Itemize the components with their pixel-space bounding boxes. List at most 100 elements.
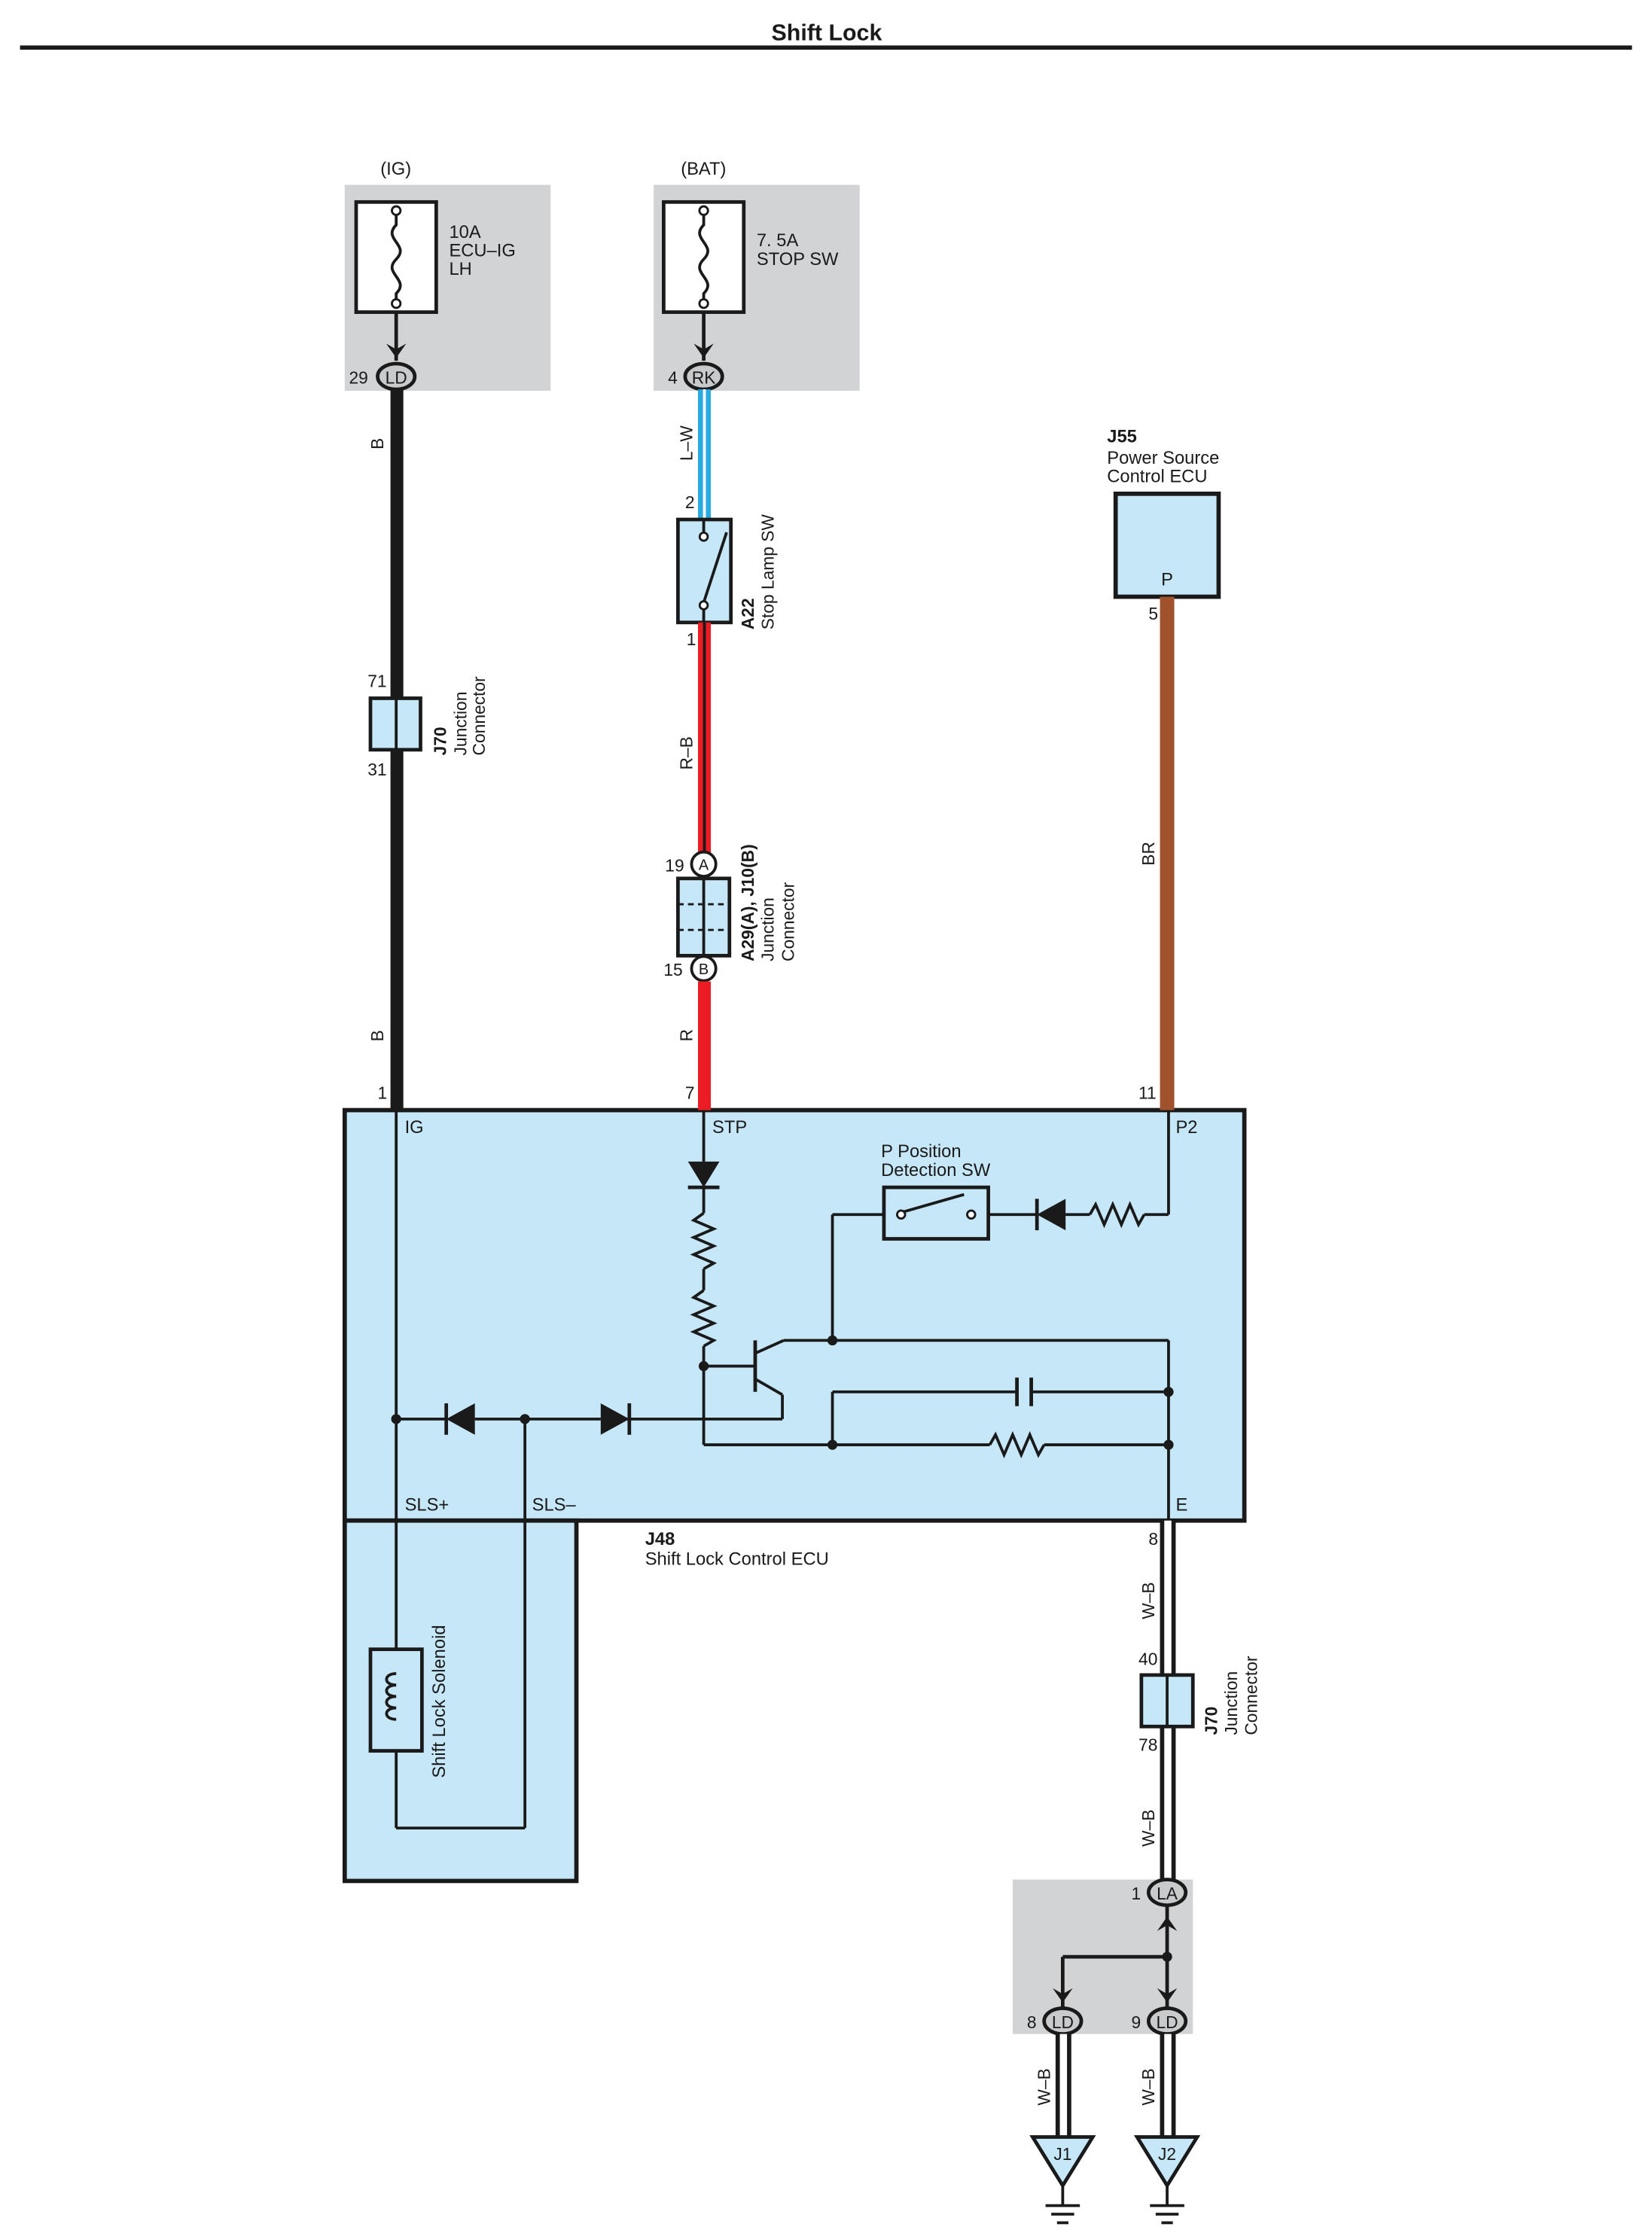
j70-lower-name-1: Junction [1221, 1671, 1241, 1735]
wire-ground-upper-label: W–B [1138, 1582, 1158, 1619]
wire-ig-lower-label: B [367, 1030, 387, 1041]
ground-j2-label: J2 [1158, 2144, 1176, 2164]
fuse-bat-terminal-top [698, 205, 709, 216]
ecu-ig-pin: 1 [377, 1083, 387, 1102]
fuse-ig-icon [390, 210, 402, 304]
chevron-down-icon [1157, 1988, 1178, 2003]
ground-pin-top: 1 [1132, 1884, 1141, 1903]
j70-upper-name-2: Connector [469, 676, 489, 756]
fuse-bat-name: STOP SW [757, 250, 839, 270]
junction-dots [391, 1335, 1174, 1450]
a29-pin-top: 19 [665, 855, 684, 875]
fuse-ig-rating: 10A [449, 223, 480, 242]
fuse-bat-icon [698, 210, 709, 304]
a22-name: Stop Lamp SW [758, 514, 778, 630]
chevron-down-icon [1053, 1988, 1073, 2003]
chevron-down-icon [693, 343, 714, 358]
ecu-p2-label: P2 [1175, 1118, 1197, 1138]
j70-lower-code: J70 [1202, 1707, 1221, 1735]
fuse-bat-pin: 4 [668, 368, 678, 388]
a29-mark-bottom [690, 955, 718, 982]
j70-upper-pin-top: 71 [367, 671, 386, 690]
ecu-sls-minus-label: SLS– [532, 1495, 577, 1515]
connector-ld-right-label: LD [1156, 2012, 1178, 2032]
j70-lower-pin-top: 40 [1138, 1650, 1157, 1669]
ecu-ig-label: IG [405, 1118, 424, 1138]
shift-lock-solenoid [368, 1647, 424, 1753]
j55-name-2: Control ECU [1107, 468, 1207, 487]
wire-ground-j1-label: W–B [1034, 2068, 1053, 2105]
connector-rk-label: RK [692, 368, 716, 388]
coil-icon [385, 1672, 397, 1721]
wire-stop-lower-label: R [676, 1029, 696, 1041]
diode-sls-plus-icon [446, 1403, 475, 1435]
ground-j1-icon [1029, 2135, 1096, 2189]
a29-mark-top [690, 850, 718, 878]
ground-j1-label: J1 [1053, 2144, 1071, 2164]
ecu-p2-pin: 11 [1138, 1083, 1157, 1102]
a29-mark-bottom-label: B [699, 961, 709, 978]
wire-stop-red [697, 981, 712, 1110]
j55-name-1: Power Source [1107, 449, 1219, 468]
a29-mark-top-label: A [699, 857, 709, 873]
a29-name-2: Connector [778, 882, 797, 961]
ecu-stp-label: STP [712, 1118, 747, 1138]
diode-sls-minus-icon [600, 1403, 629, 1435]
shift-lock-control-ecu-box [342, 1107, 1247, 1523]
j48-code: J48 [645, 1530, 675, 1549]
fuse-ig-terminal-bottom [391, 298, 402, 309]
switch-blade-icon [702, 532, 728, 603]
a29-name-1: Junction [758, 897, 778, 961]
j55-terminal: P [1161, 570, 1173, 589]
ground-j2-icon [1133, 2135, 1201, 2189]
diode-p-switch-icon [1037, 1199, 1066, 1231]
j55-pin: 5 [1148, 604, 1158, 623]
page-title: Shift Lock [772, 20, 882, 46]
ecu-sls-plus-label: SLS+ [405, 1495, 450, 1515]
switch-blade-icon [904, 1193, 965, 1214]
p-switch-name-1: P Position [881, 1142, 961, 1162]
wire-stop-middle-label: R–B [676, 736, 696, 769]
chevron-up-icon [1157, 1916, 1178, 1931]
chevron-down-icon [386, 343, 407, 358]
ecu-e-pin: 8 [1148, 1529, 1158, 1549]
ecu-stp-pin: 7 [685, 1083, 695, 1102]
connector-ld-left [1042, 2006, 1084, 2036]
wire-ig-upper-label: B [367, 438, 387, 449]
fuse-ig-pin: 29 [349, 368, 367, 388]
wire-power-source-brown [1160, 596, 1175, 1110]
fuse-bat-supply: (BAT) [681, 160, 726, 179]
connector-ld-right [1146, 2006, 1188, 2036]
a22-code: A22 [738, 599, 757, 630]
fuse-ig-name-1: ECU–IG [449, 242, 515, 261]
wire-ground-j2-label: W–B [1138, 2068, 1158, 2105]
solenoid-name: Shift Lock Solenoid [430, 1625, 450, 1778]
j55-ecu-box [1113, 491, 1221, 599]
diode-stp-icon [687, 1161, 720, 1188]
connector-la-label: LA [1157, 1884, 1178, 1903]
fuse-bat-rating: 7. 5A [757, 231, 799, 251]
fuse-ig-terminal-top [391, 205, 402, 216]
a29-pin-bottom: 15 [663, 960, 682, 979]
wire-power-source-label: BR [1138, 842, 1158, 866]
ecu-e-label: E [1175, 1495, 1187, 1515]
connector-ld-ig-label: LD [386, 368, 407, 388]
j70-lower-name-2: Connector [1242, 1656, 1261, 1735]
a29-code: A29(A), J10(B) [738, 844, 757, 961]
wire-stop-upper-label: L–W [676, 425, 696, 461]
fuse-ig-name-2: LH [449, 260, 471, 279]
ground-pin-left: 8 [1027, 2012, 1037, 2032]
fuse-ig-supply: (IG) [380, 160, 411, 179]
solenoid-box [342, 1518, 579, 1884]
j55-code: J55 [1107, 427, 1137, 446]
j70-upper-code: J70 [431, 727, 450, 755]
j48-name: Shift Lock Control ECU [645, 1550, 829, 1570]
wire-ground-middle-label: W–B [1138, 1809, 1158, 1846]
j70-lower-pin-bottom: 78 [1138, 1735, 1157, 1755]
connector-ld-left-label: LD [1052, 2012, 1074, 2032]
a22-pin-bottom: 1 [687, 629, 696, 649]
a22-pin-top: 2 [685, 492, 695, 512]
ground-pin-right: 9 [1132, 2012, 1141, 2032]
